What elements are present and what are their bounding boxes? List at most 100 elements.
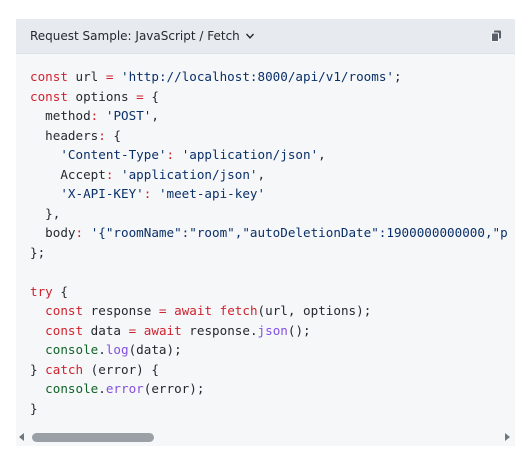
code-token: await — [174, 303, 213, 318]
code-token: error — [105, 381, 144, 396]
code-token: '{"roomName":"room","autoDeletionDate":1… — [90, 225, 508, 240]
copy-button[interactable] — [489, 29, 503, 43]
code-token — [167, 303, 175, 318]
code-line: } — [30, 401, 38, 416]
code-token: json — [257, 322, 288, 338]
code-token: catch — [45, 361, 84, 377]
code-token: (url, options); — [257, 303, 372, 318]
code-token: : — [166, 147, 175, 162]
code-line: method: 'POST', — [30, 108, 159, 123]
request-sample-title: Request Sample: JavaScript / Fetch — [30, 29, 240, 43]
code-line: } catch (error) { — [30, 362, 159, 377]
scroll-left-arrow-icon[interactable] — [19, 433, 24, 441]
code-token — [83, 225, 91, 240]
code-token: { — [143, 88, 159, 104]
request-sample-header: Request Sample: JavaScript / Fetch — [16, 19, 515, 54]
code-token: : — [98, 127, 106, 143]
code-token — [30, 342, 45, 357]
code-token: { — [52, 283, 68, 299]
code-token: 'X-API-KEY' — [60, 186, 144, 201]
code-token — [212, 303, 220, 318]
code-token: (error) { — [83, 361, 159, 377]
code-line: const url = 'http://localhost:8000/api/v… — [30, 69, 402, 84]
code-line: body: '{"roomName":"room","autoDeletionD… — [30, 225, 508, 240]
code-token: 'meet-api-key' — [158, 186, 266, 201]
code-block: const url = 'http://localhost:8000/api/v… — [16, 54, 515, 418]
scrollbar-thumb[interactable] — [32, 433, 154, 442]
chevron-down-icon — [245, 33, 254, 39]
code-token: const — [30, 69, 68, 84]
code-token: (error); — [143, 381, 205, 396]
code-token — [30, 147, 60, 162]
horizontal-scrollbar[interactable] — [16, 428, 515, 446]
code-token — [113, 69, 121, 84]
code-token: = — [158, 303, 167, 318]
code-token: options — [67, 88, 137, 104]
code-token: = — [105, 69, 114, 84]
code-token: , — [257, 166, 266, 182]
code-line: try { — [30, 284, 68, 299]
code-token: console — [45, 381, 99, 396]
code-line: }; — [30, 245, 45, 260]
request-sample-panel: Request Sample: JavaScript / Fetch const… — [16, 19, 515, 446]
code-token: . — [98, 342, 106, 357]
code-line: }, — [30, 206, 60, 221]
code-token: const — [45, 322, 84, 338]
code-token: try — [30, 283, 53, 299]
code-token — [30, 186, 60, 201]
code-line: headers: { — [30, 128, 121, 143]
code-token: = — [128, 322, 137, 338]
code-token: { — [105, 127, 122, 143]
code-token: 'POST' — [105, 108, 152, 123]
code-token: = — [136, 88, 144, 104]
code-token: response — [83, 303, 159, 318]
code-token: } — [30, 361, 46, 377]
code-token — [98, 108, 106, 123]
code-line: const response = await fetch(url, option… — [30, 303, 371, 318]
code-token — [136, 323, 144, 338]
code-token: , — [318, 147, 326, 162]
code-token — [151, 186, 159, 201]
code-token: : — [90, 108, 99, 123]
code-token: : — [75, 225, 84, 240]
scroll-right-arrow-icon[interactable] — [505, 433, 510, 441]
code-token: 'application/json' — [181, 147, 319, 162]
code-token: ; — [394, 69, 402, 84]
code-token — [30, 323, 45, 338]
code-token: fetch — [219, 303, 258, 318]
code-token: (); — [287, 322, 311, 338]
code-token: . — [98, 381, 106, 396]
code-token: 'Content-Type' — [60, 147, 167, 162]
code-token — [174, 147, 182, 162]
code-line: 'X-API-KEY': 'meet-api-key' — [30, 186, 265, 201]
code-token: data — [83, 322, 129, 338]
code-token: body — [30, 225, 76, 240]
code-token: , — [151, 108, 159, 123]
code-viewport[interactable]: const url = 'http://localhost:8000/api/v… — [16, 54, 515, 428]
code-token: log — [105, 342, 129, 357]
code-token: } — [30, 400, 38, 416]
code-token: console — [45, 342, 99, 357]
code-token: headers — [30, 127, 99, 143]
code-token: response. — [181, 322, 258, 338]
code-line: const options = { — [30, 89, 159, 104]
code-token: Accept — [30, 166, 106, 182]
code-token: const — [30, 88, 68, 104]
code-line: 'Content-Type': 'application/json', — [30, 147, 326, 162]
language-selector[interactable]: Request Sample: JavaScript / Fetch — [30, 29, 255, 43]
code-token: url — [67, 69, 106, 84]
code-token: 'application/json' — [121, 166, 258, 182]
code-token: 'http://localhost:8000/api/v1/rooms' — [121, 69, 394, 84]
copy-icon — [490, 30, 501, 42]
code-token — [113, 167, 121, 182]
code-token: : — [143, 186, 152, 201]
code-token: await — [143, 322, 182, 338]
code-token: }, — [30, 205, 61, 221]
code-line: const data = await response.json(); — [30, 322, 311, 338]
code-line: console.log(data); — [30, 342, 182, 357]
code-token — [30, 303, 45, 318]
code-token: (data); — [128, 342, 182, 357]
code-line: console.error(error); — [30, 381, 204, 396]
code-token — [30, 381, 45, 396]
code-line: Accept: 'application/json', — [30, 167, 265, 182]
